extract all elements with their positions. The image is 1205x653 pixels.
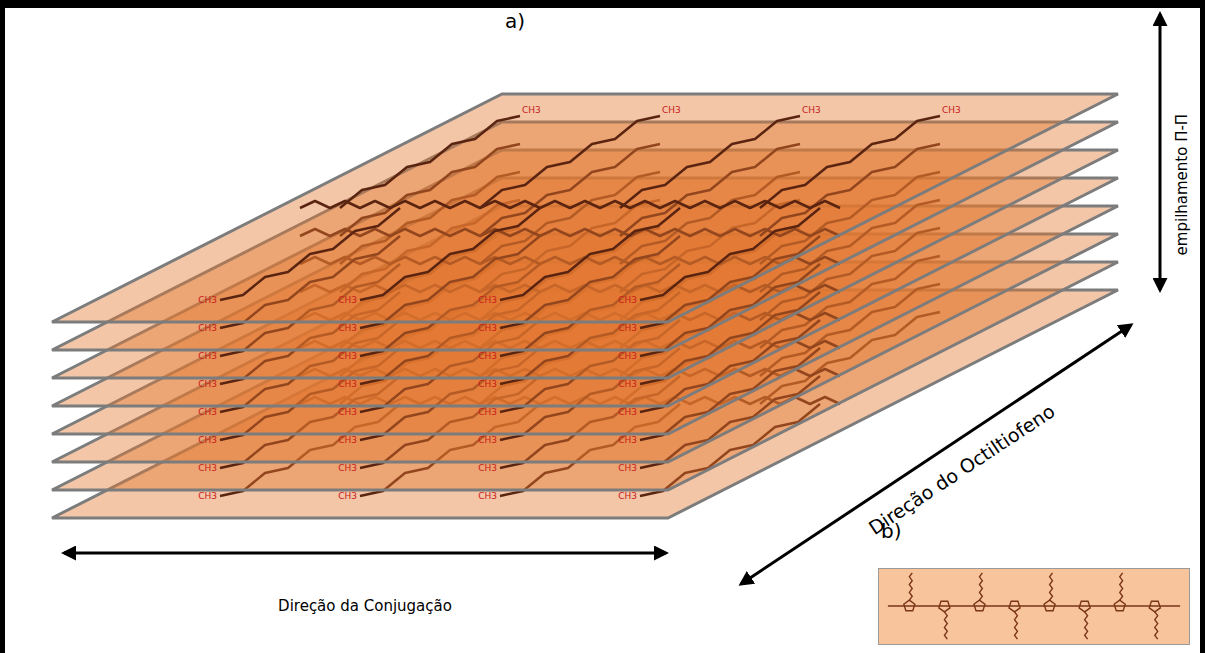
- panel-letter: a): [505, 10, 525, 33]
- molecule-sketch: [879, 569, 1189, 644]
- methyl-label: CH3: [802, 105, 821, 115]
- methyl-label: CH3: [478, 491, 497, 501]
- methyl-label: CH3: [618, 407, 637, 417]
- methyl-label: CH3: [478, 435, 497, 445]
- methyl-label: CH3: [338, 323, 357, 333]
- methyl-label: CH3: [198, 407, 217, 417]
- methyl-label: CH3: [198, 295, 217, 305]
- axis-label: Direção da Conjugação: [278, 598, 452, 615]
- methyl-label: CH3: [478, 379, 497, 389]
- methyl-label: CH3: [662, 105, 681, 115]
- axis-label: empilhamento Π-Π: [1174, 114, 1191, 256]
- methyl-label: CH3: [198, 491, 217, 501]
- inset-box: b): [878, 568, 1190, 645]
- methyl-label: CH3: [338, 435, 357, 445]
- methyl-label: CH3: [198, 463, 217, 473]
- methyl-label: CH3: [522, 105, 541, 115]
- methyl-label: CH3: [198, 435, 217, 445]
- methyl-label: CH3: [618, 323, 637, 333]
- methyl-label: CH3: [942, 105, 961, 115]
- methyl-label: CH3: [198, 351, 217, 361]
- panel-letter: b): [881, 520, 902, 543]
- methyl-label: CH3: [618, 463, 637, 473]
- methyl-label: CH3: [618, 491, 637, 501]
- methyl-label: CH3: [338, 463, 357, 473]
- methyl-label: CH3: [338, 295, 357, 305]
- methyl-label: CH3: [618, 379, 637, 389]
- methyl-label: CH3: [198, 379, 217, 389]
- methyl-label: CH3: [618, 295, 637, 305]
- methyl-label: CH3: [338, 407, 357, 417]
- methyl-label: CH3: [478, 407, 497, 417]
- methyl-label: CH3: [338, 351, 357, 361]
- methyl-label: CH3: [338, 491, 357, 501]
- methyl-label: CH3: [478, 295, 497, 305]
- methyl-label: CH3: [198, 323, 217, 333]
- methyl-label: CH3: [338, 379, 357, 389]
- methyl-label: CH3: [618, 435, 637, 445]
- methyl-label: CH3: [478, 351, 497, 361]
- methyl-label: CH3: [478, 463, 497, 473]
- methyl-label: CH3: [478, 323, 497, 333]
- methyl-label: CH3: [618, 351, 637, 361]
